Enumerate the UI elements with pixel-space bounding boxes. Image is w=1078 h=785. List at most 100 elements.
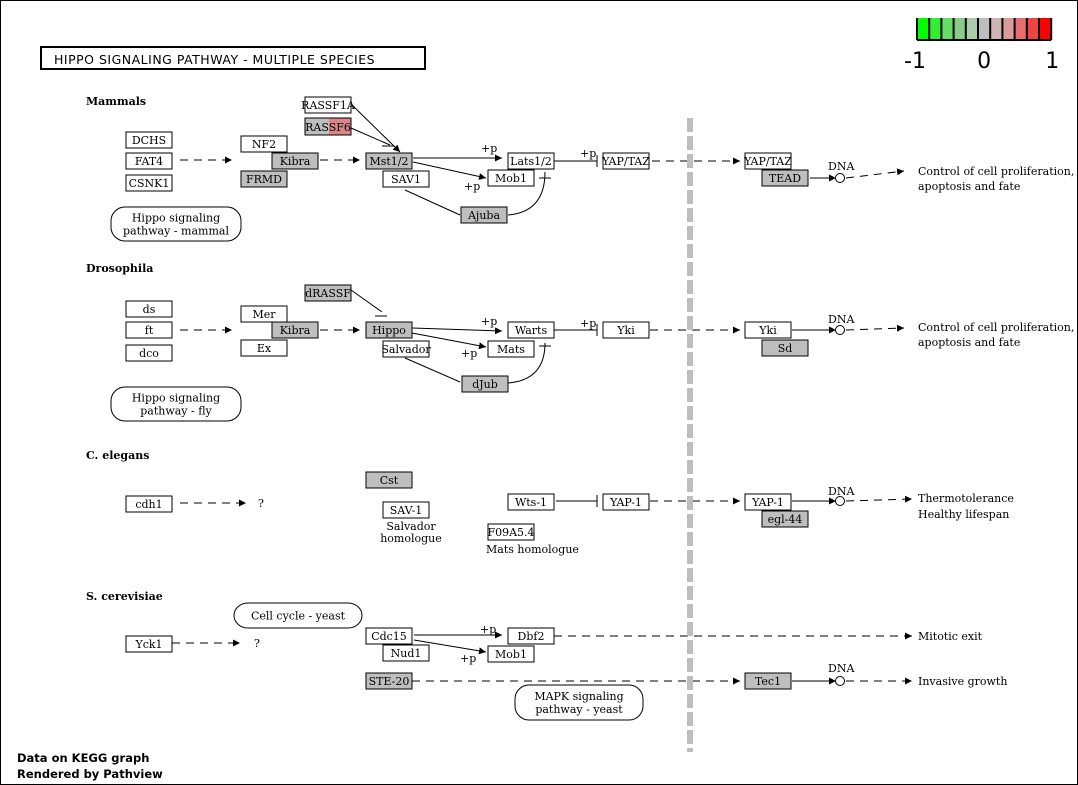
gene-dco[interactable]: dco (125, 344, 173, 362)
legend-swatch (1039, 18, 1052, 40)
gene-label: Wts-1 (515, 496, 547, 509)
gene-mob1_m[interactable]: Mob1 (487, 169, 535, 187)
gene-yki_d2[interactable]: Yki (744, 321, 792, 339)
gene-mst12[interactable]: Mst1/2 (365, 152, 413, 170)
legend-label: -1 (904, 49, 926, 74)
gene-yck1[interactable]: Yck1 (125, 635, 173, 653)
phospho-label: +p (481, 142, 497, 155)
legend-swatch (1014, 18, 1027, 40)
gene-label: dJub (472, 378, 498, 391)
gene-mats[interactable]: Mats (487, 340, 535, 358)
gene-nud1[interactable]: Nud1 (382, 644, 430, 662)
legend-label: 1 (1045, 49, 1059, 74)
gene-label: YAP-1 (751, 496, 784, 509)
outcome-text: Control of cell proliferation, (918, 321, 1074, 334)
gene-wts1[interactable]: Wts-1 (507, 493, 555, 511)
phospho-label: +p (461, 347, 477, 360)
gene-label: Yki (616, 324, 635, 337)
gene-tec1[interactable]: Tec1 (744, 672, 792, 690)
edge (349, 102, 401, 153)
gene-ste20[interactable]: STE-20 (365, 672, 413, 690)
gene-label: cdh1 (135, 498, 162, 511)
gene-warts[interactable]: Warts (507, 321, 555, 339)
gene-djub[interactable]: dJub (461, 375, 509, 393)
gene-cdc15[interactable]: Cdc15 (365, 627, 413, 645)
gene-ex[interactable]: Ex (240, 339, 288, 357)
gene-label: YAP/TAZ (601, 155, 650, 168)
gene-rassf1a[interactable]: RASSF1A (301, 96, 356, 114)
map-cell-cycle-yeast[interactable]: Cell cycle - yeast (233, 602, 363, 629)
gene-tead[interactable]: TEAD (761, 169, 809, 187)
gene-yap1_ce[interactable]: YAP-1 (602, 493, 650, 511)
gene-salvador[interactable]: Salvador (381, 340, 431, 358)
legend-swatch (978, 18, 991, 40)
gene-nf2[interactable]: NF2 (240, 135, 288, 153)
gene-label: SAV1 (391, 173, 421, 186)
footer-line-data: Data on KEGG graph (17, 751, 150, 765)
gene-mob1_y[interactable]: Mob1 (487, 645, 535, 663)
gene-kibra_m[interactable]: Kibra (271, 152, 319, 170)
gene-hippo[interactable]: Hippo (365, 321, 413, 339)
edge (507, 171, 546, 216)
legend-label: 0 (977, 49, 991, 74)
gene-csnk1[interactable]: CSNK1 (125, 174, 173, 192)
phospho-label: +p (460, 652, 476, 665)
gene-label: DCHS (132, 134, 166, 147)
gene-ajuba[interactable]: Ajuba (460, 206, 508, 224)
gene-label: Yki (758, 324, 777, 337)
section-mammals: Mammals (86, 95, 146, 108)
gene-dbf2[interactable]: Dbf2 (507, 627, 555, 645)
outcome-text: apoptosis and fate (918, 180, 1020, 193)
gene-yaptaz_m[interactable]: YAP/TAZ (601, 152, 650, 170)
gene-ds[interactable]: ds (125, 300, 173, 318)
gene-label: ds (143, 303, 156, 316)
dna-label: DNA (828, 160, 855, 173)
unknown-label: ? (254, 637, 260, 650)
gene-label: FRMD (246, 173, 282, 186)
gene-yap1_ce2[interactable]: YAP-1 (744, 493, 792, 511)
gene-label: Nud1 (391, 647, 422, 660)
legend-swatch (965, 18, 978, 40)
gene-label: FAT4 (135, 155, 163, 168)
gene-sav1_ce[interactable]: SAV-1 (382, 501, 430, 519)
gene-sav1[interactable]: SAV1 (382, 170, 430, 188)
note-text: Salvador (386, 520, 436, 533)
gene-label: RASSF6 (305, 121, 351, 134)
gene-drassf[interactable]: dRASSF (304, 284, 352, 302)
gene-dchs[interactable]: DCHS (125, 131, 173, 149)
gene-rassf6[interactable]: RASSF6 (304, 117, 352, 136)
gene-cst[interactable]: Cst (365, 471, 413, 489)
gene-label: Kibra (280, 155, 311, 168)
gene-fat4[interactable]: FAT4 (125, 152, 173, 170)
gene-yaptaz_m2[interactable]: YAP/TAZ (743, 152, 792, 170)
gene-lats12[interactable]: Lats1/2 (507, 152, 555, 170)
gene-yki_d[interactable]: Yki (602, 321, 650, 339)
gene-label: dRASSF (305, 287, 351, 300)
gene-label: Kibra (280, 324, 311, 337)
phospho-label: +p (481, 315, 497, 328)
gene-ft[interactable]: ft (125, 321, 173, 339)
legend-swatch (953, 18, 966, 40)
gene-cdh1[interactable]: cdh1 (125, 495, 173, 513)
gene-frmd[interactable]: FRMD (240, 170, 288, 188)
dna-label: DNA (828, 485, 855, 498)
gene-label: ft (145, 324, 154, 337)
gene-f09a54[interactable]: F09A5.4 (487, 523, 535, 541)
gene-sd[interactable]: Sd (761, 339, 809, 357)
gene-egl44[interactable]: egl-44 (761, 510, 809, 528)
map-label: Hippo signaling (132, 212, 220, 225)
dna-node (835, 325, 845, 335)
gene-kibra_d[interactable]: Kibra (271, 321, 319, 339)
section-c-elegans: C. elegans (86, 449, 149, 462)
gene-label: Hippo (372, 324, 406, 337)
gene-label: egl-44 (768, 513, 803, 526)
gene-label: NF2 (252, 138, 276, 151)
outcome-text: Control of cell proliferation, (918, 165, 1074, 178)
edge (411, 332, 487, 350)
edge (404, 357, 461, 383)
gene-mer[interactable]: Mer (240, 305, 288, 323)
footer-credits: Data on KEGG graph Rendered by Pathview (17, 750, 163, 782)
